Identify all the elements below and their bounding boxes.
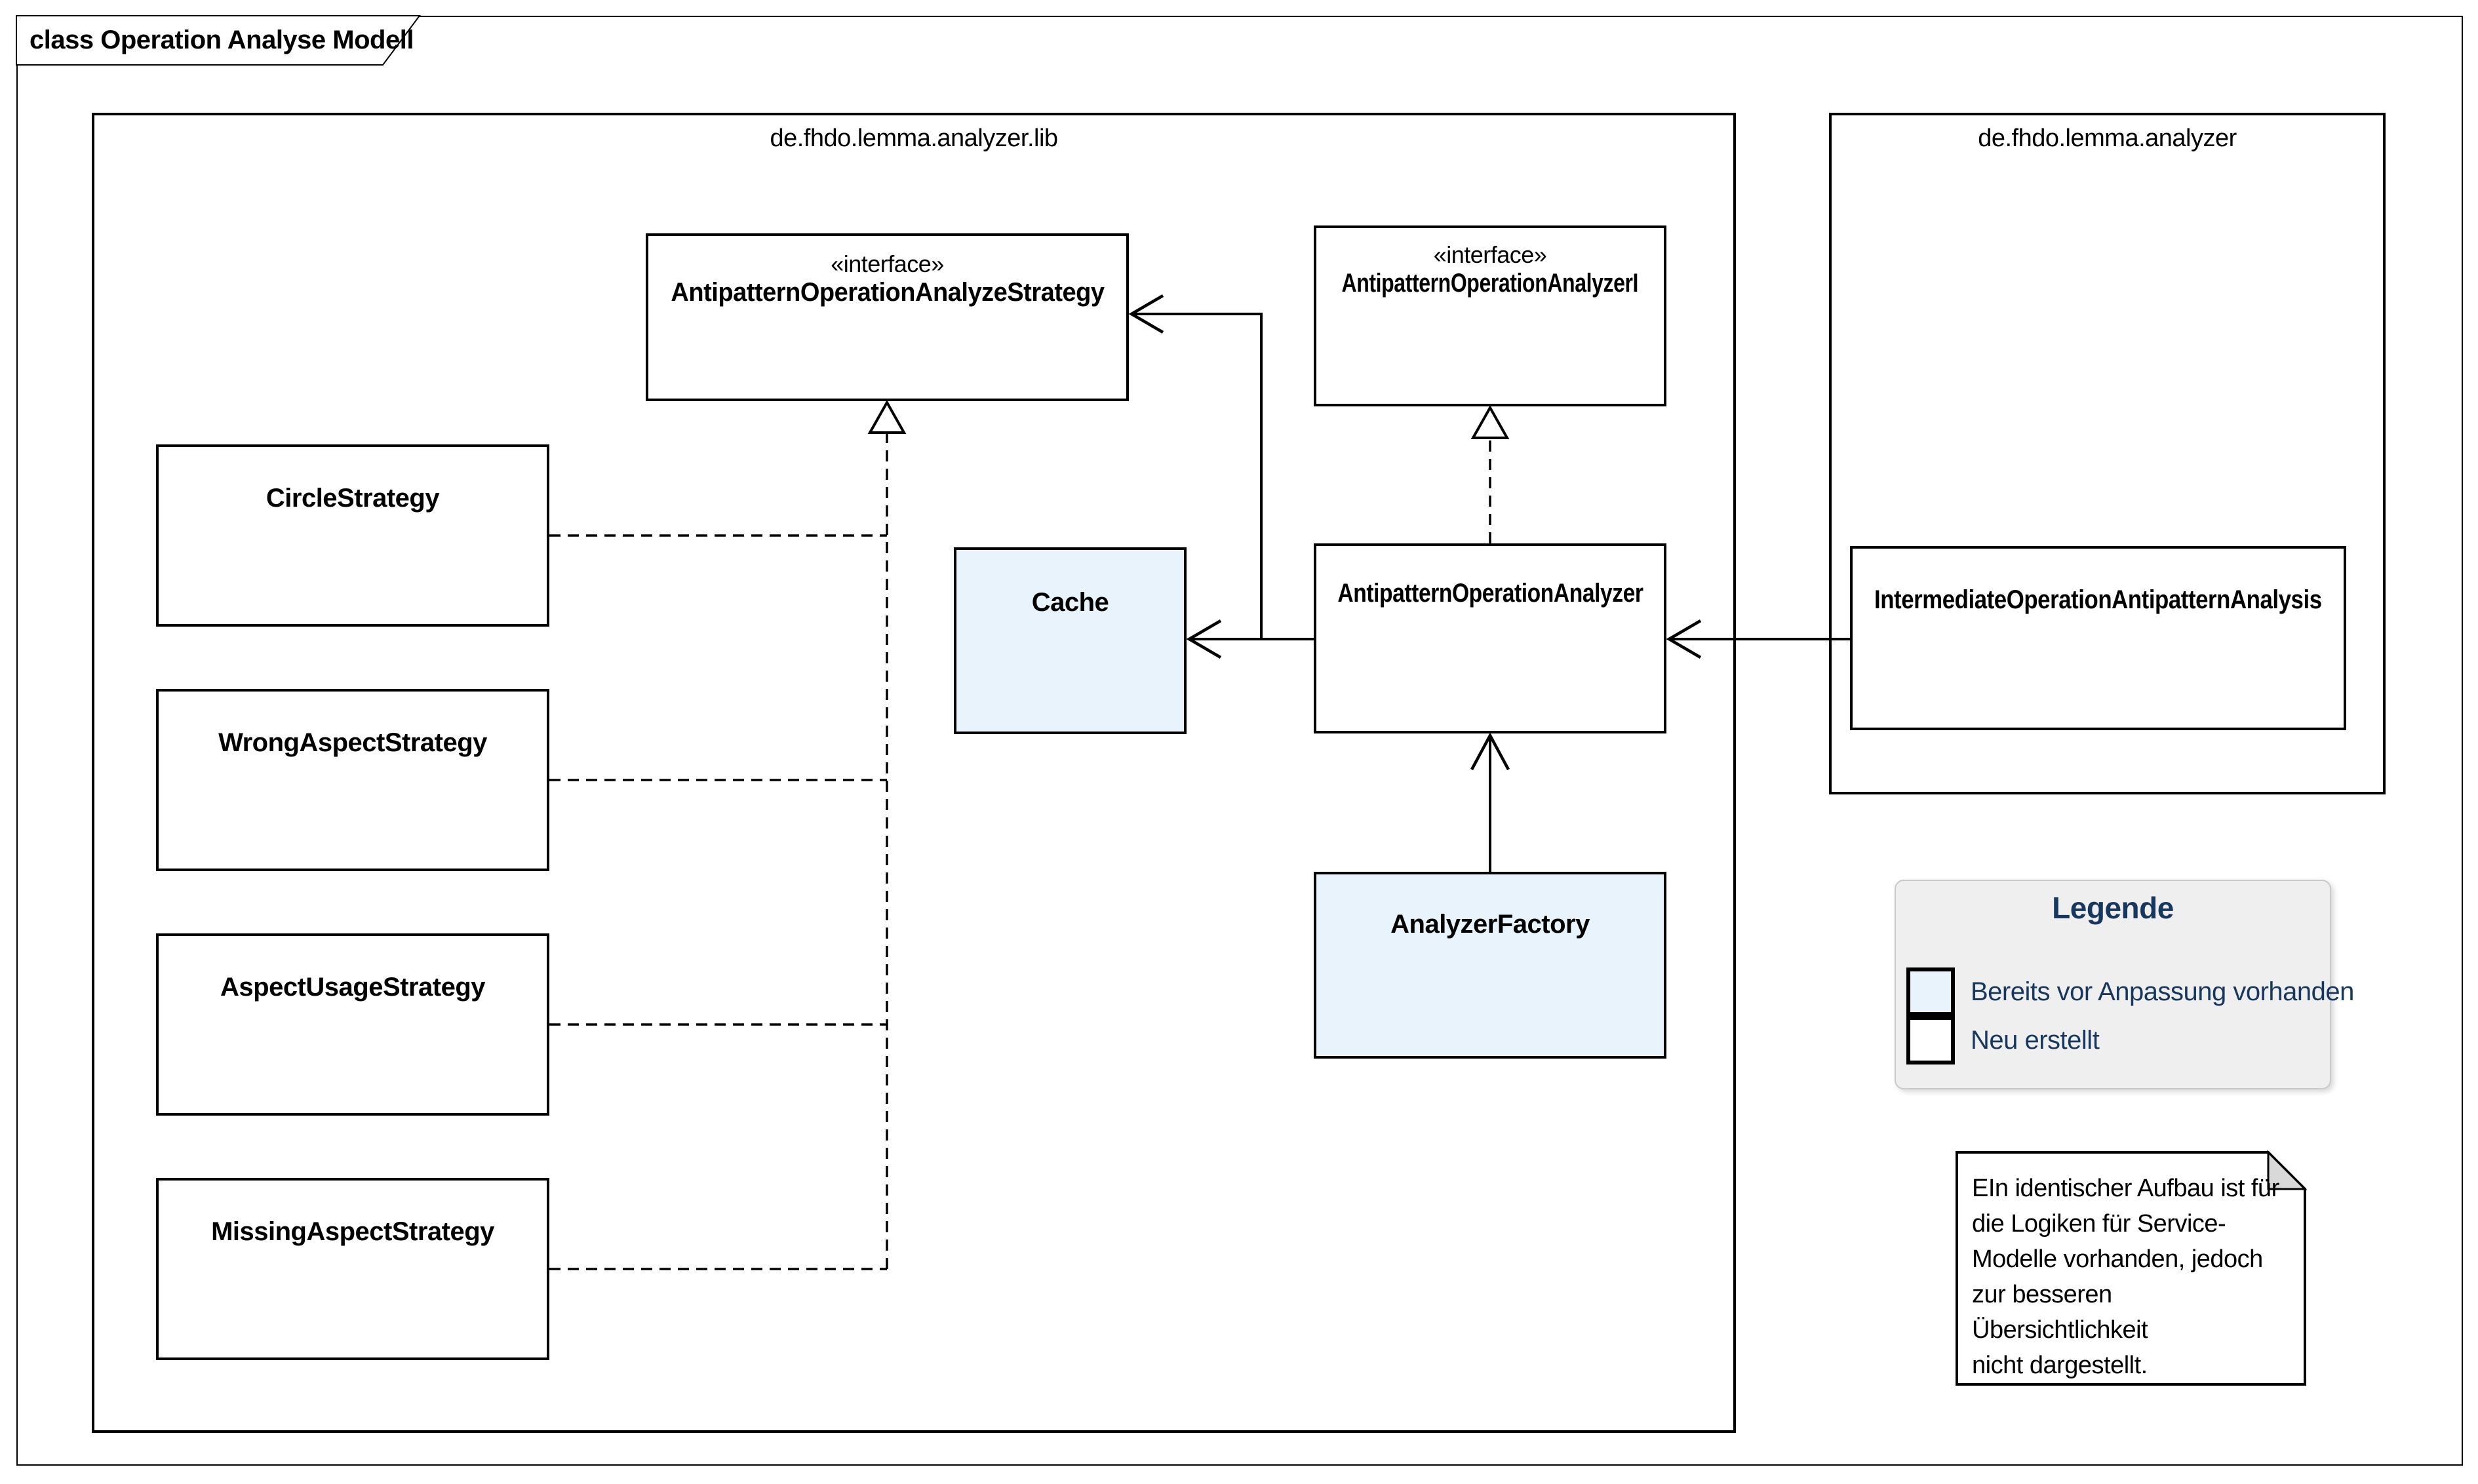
legend-swatch-new <box>1906 1016 1955 1064</box>
package-lemma-analyzer-lib: de.fhdo.lemma.analyzer.lib <box>92 113 1736 1433</box>
class-box-aspect-usage-strategy: AspectUsageStrategy <box>156 933 549 1116</box>
class-name: IntermediateOperationAntipatternAnalysis <box>1874 585 2322 614</box>
package-label: de.fhdo.lemma.analyzer <box>1978 125 2237 152</box>
class-name: CircleStrategy <box>266 484 440 513</box>
package-label: de.fhdo.lemma.analyzer.lib <box>770 125 1058 152</box>
legend-item-preexisting: Bereits vor Anpassung vorhanden <box>1906 967 2354 1016</box>
class-name: MissingAspectStrategy <box>211 1217 494 1246</box>
class-box-missing-aspect-strategy: MissingAspectStrategy <box>156 1178 549 1360</box>
stereotype-label: «interface» <box>831 250 944 277</box>
class-box-antipattern-operation-analyzer-interface: «interface» AntipatternOperationAnalyzer… <box>1314 225 1666 406</box>
class-box-antipattern-operation-analyzer: AntipatternOperationAnalyzer <box>1314 543 1666 733</box>
legend-item-label: Bereits vor Anpassung vorhanden <box>1971 977 2354 1006</box>
legend-title: Legende <box>2052 891 2174 925</box>
class-box-cache: Cache <box>954 547 1187 734</box>
package-lemma-analyzer: de.fhdo.lemma.analyzer <box>1829 113 2386 794</box>
class-name: AntipatternOperationAnalyzerI <box>1341 269 1639 298</box>
legend-swatch-preexisting <box>1906 967 1955 1016</box>
class-box-intermediate-operation-antipattern-analysis: IntermediateOperationAntipatternAnalysis <box>1850 546 2346 730</box>
class-name: AnalyzerFactory <box>1390 910 1590 939</box>
class-name: AntipatternOperationAnalyzer <box>1337 579 1643 608</box>
diagram-frame <box>16 16 2463 1466</box>
class-box-analyzer-factory: AnalyzerFactory <box>1314 872 1666 1059</box>
class-name: AspectUsageStrategy <box>220 973 486 1002</box>
class-name: WrongAspectStrategy <box>218 728 487 757</box>
class-box-wrong-aspect-strategy: WrongAspectStrategy <box>156 689 549 871</box>
note-text: EIn identischer Aufbau ist für die Logik… <box>1972 1175 2279 1379</box>
class-name: Cache <box>1031 588 1109 617</box>
legend-item-new: Neu erstellt <box>1906 1016 2100 1064</box>
class-name: AntipatternOperationAnalyzeStrategy <box>670 278 1105 307</box>
stereotype-label: «interface» <box>1433 241 1547 268</box>
class-box-antipattern-operation-analyze-strategy: «interface» AntipatternOperationAnalyzeS… <box>646 233 1129 401</box>
legend: Legende Bereits vor Anpassung vorhanden … <box>1895 880 2354 1089</box>
class-box-circle-strategy: CircleStrategy <box>156 444 549 627</box>
diagram-title: class Operation Analyse Modell <box>30 26 414 54</box>
legend-item-label: Neu erstellt <box>1971 1025 2100 1055</box>
